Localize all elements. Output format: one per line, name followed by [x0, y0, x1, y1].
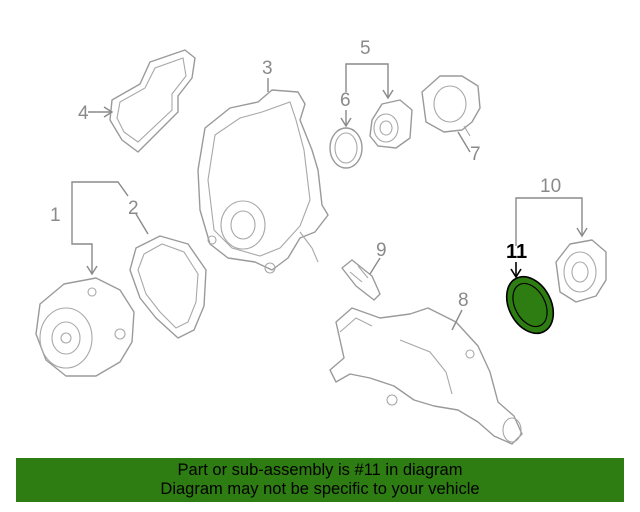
callout-8: 8 [458, 290, 469, 311]
part-11-seal-highlighted [505, 275, 555, 335]
info-banner: Part or sub-assembly is #11 in diagram D… [16, 458, 624, 502]
part-5-thermostat [369, 99, 413, 149]
banner-line-2: Diagram may not be specific to your vehi… [160, 480, 480, 498]
callout-10: 10 [540, 176, 561, 197]
arrow-6 [340, 117, 352, 128]
part-9-sensor [341, 259, 381, 301]
leader-2 [135, 213, 149, 235]
part-6-o-ring [329, 127, 363, 169]
arrow-11 [510, 268, 522, 279]
leader-9 [369, 257, 381, 275]
arrow-1 [86, 265, 98, 276]
callout-4: 4 [78, 103, 89, 124]
part-10-thermostat-assembly [555, 239, 607, 303]
callout-6: 6 [340, 90, 351, 111]
bracket-10 [515, 197, 583, 246]
part-4-gasket [109, 49, 196, 153]
arrow-5 [382, 89, 394, 100]
part-1-water-pump [35, 277, 135, 377]
callout-5: 5 [360, 38, 371, 59]
callout-9: 9 [376, 240, 387, 261]
arrow-10 [576, 227, 588, 238]
bracket-1-bottom [71, 214, 93, 274]
leader-7 [457, 131, 471, 153]
part-2-gasket [129, 235, 207, 339]
callout-7: 7 [470, 144, 481, 165]
callout-11-highlighted: 11 [506, 241, 527, 263]
part-3-cover [197, 89, 329, 274]
leader-8 [451, 309, 463, 331]
part-8-outlet-housing [329, 307, 523, 445]
bracket-5 [345, 63, 389, 98]
callout-1: 1 [50, 205, 61, 226]
arrow-4 [103, 106, 114, 118]
bracket-1-top [71, 181, 129, 214]
parts-diagram: 4 3 5 6 7 1 2 9 8 10 11 [35, 38, 607, 445]
part-7-housing [421, 75, 481, 137]
callout-3: 3 [262, 58, 273, 79]
banner-line-1: Part or sub-assembly is #11 in diagram [177, 461, 463, 479]
callout-2: 2 [128, 198, 139, 219]
